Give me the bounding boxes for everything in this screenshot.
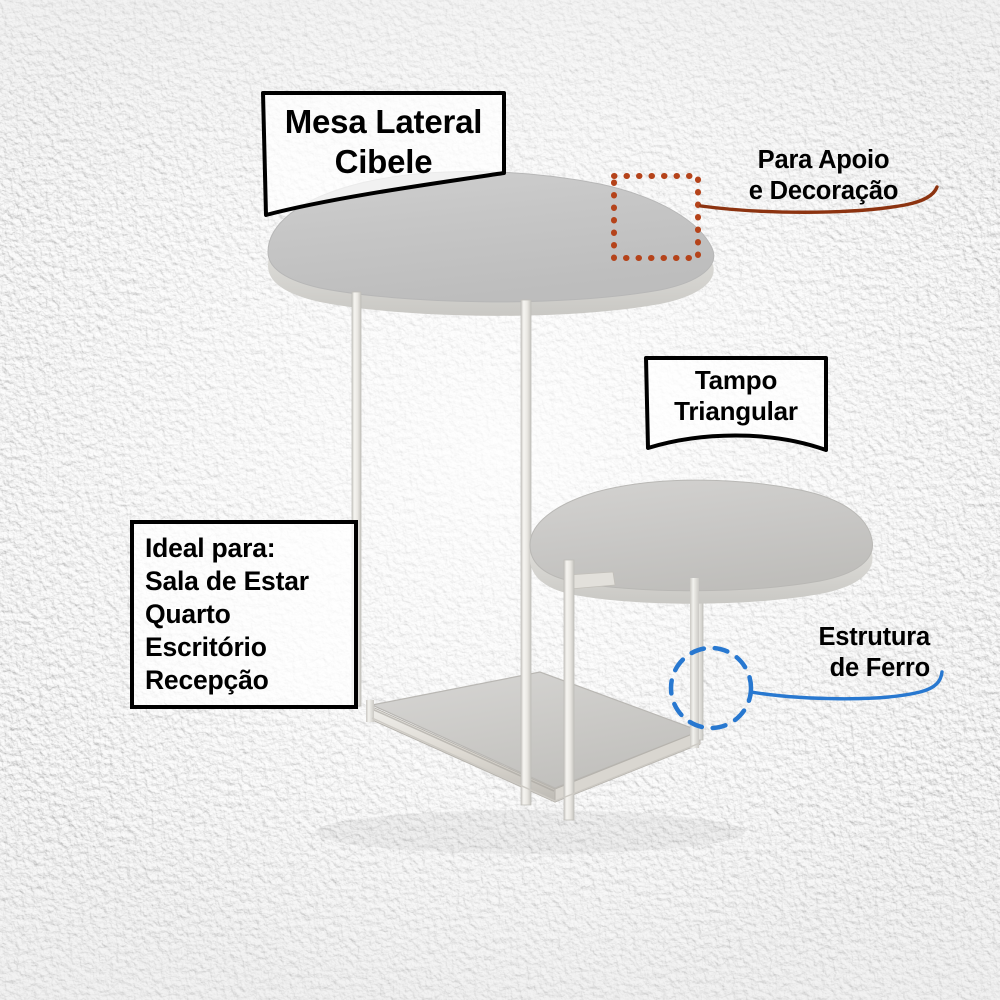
callout-tampo-triangular: Tampo Triangular [645, 357, 827, 433]
callout-tampo-triangular-text: Tampo Triangular [674, 365, 798, 426]
lower-right-leg [690, 578, 699, 748]
shelf-front-rail [370, 706, 555, 802]
tampo-callout-fill [646, 358, 826, 450]
callout-para-apoio: Para Apoio e Decoração [716, 145, 931, 207]
floor-shadow [315, 810, 745, 854]
lower-top-bracket [568, 572, 615, 589]
tampo-callout-border [644, 356, 828, 452]
upper-front-leg [521, 300, 531, 805]
base-left-corner [366, 700, 374, 722]
upper-tabletop [268, 171, 714, 302]
title-callout-fill [263, 93, 504, 215]
callout-title: Mesa Lateral Cibele [262, 92, 505, 184]
dashed-circle-marker [668, 645, 754, 731]
ideal-callout-fill [132, 522, 356, 707]
apoio-leader-line [699, 185, 939, 214]
ferro-leader-line [749, 670, 944, 701]
dotted-square-marker [611, 173, 701, 261]
callout-estrutura-de-ferro: Estrutura de Ferro [745, 622, 930, 684]
ideal-callout-border [130, 520, 358, 709]
lower-front-leg [564, 560, 574, 820]
title-callout-border [261, 91, 506, 217]
callout-ideal-para: Ideal para: Sala de Estar Quarto Escritó… [131, 521, 356, 707]
shelf-right-rail [555, 731, 700, 802]
upper-left-leg [352, 292, 361, 706]
callout-ideal-para-text: Ideal para: Sala de Estar Quarto Escritó… [145, 533, 309, 695]
callout-estrutura-de-ferro-text: Estrutura de Ferro [818, 623, 930, 682]
callout-title-text: Mesa Lateral Cibele [284, 103, 483, 180]
lower-tabletop [530, 480, 873, 591]
callout-para-apoio-text: Para Apoio e Decoração [748, 146, 899, 205]
